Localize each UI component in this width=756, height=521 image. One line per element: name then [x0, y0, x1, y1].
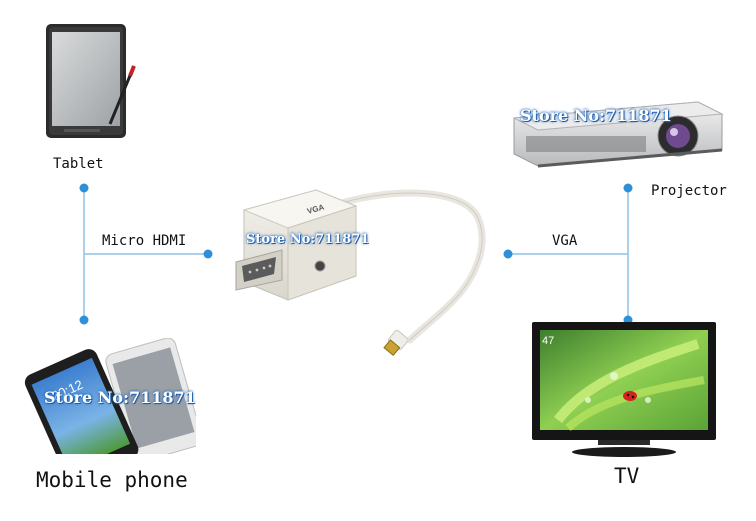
tablet-label: Tablet: [53, 156, 104, 172]
projector-label: Projector: [651, 183, 727, 199]
mobile-phone-image: 20:12: [24, 338, 196, 454]
micro-hdmi-dot: [203, 249, 213, 259]
vga-adapter-image: VGA: [235, 189, 486, 357]
phone-dot: [79, 315, 89, 325]
tv-image: 47: [532, 322, 716, 457]
tablet-image: [46, 24, 136, 138]
tablet-dot: [79, 183, 89, 193]
mobile-phone-label: Mobile phone: [36, 468, 188, 492]
watermark-adapter: Store No:711871: [246, 232, 370, 247]
tv-label: TV: [614, 464, 640, 488]
projector-dot: [623, 183, 633, 193]
watermark-phone: Store No:711871: [44, 388, 196, 407]
vga-label: VGA: [552, 233, 578, 249]
projector-image: [512, 101, 724, 168]
micro-hdmi-label: Micro HDMI: [102, 233, 187, 249]
vga-dot: [503, 249, 513, 259]
watermark-projector: Store No:711871: [520, 106, 672, 125]
tv-channel-number: 47: [542, 335, 554, 347]
